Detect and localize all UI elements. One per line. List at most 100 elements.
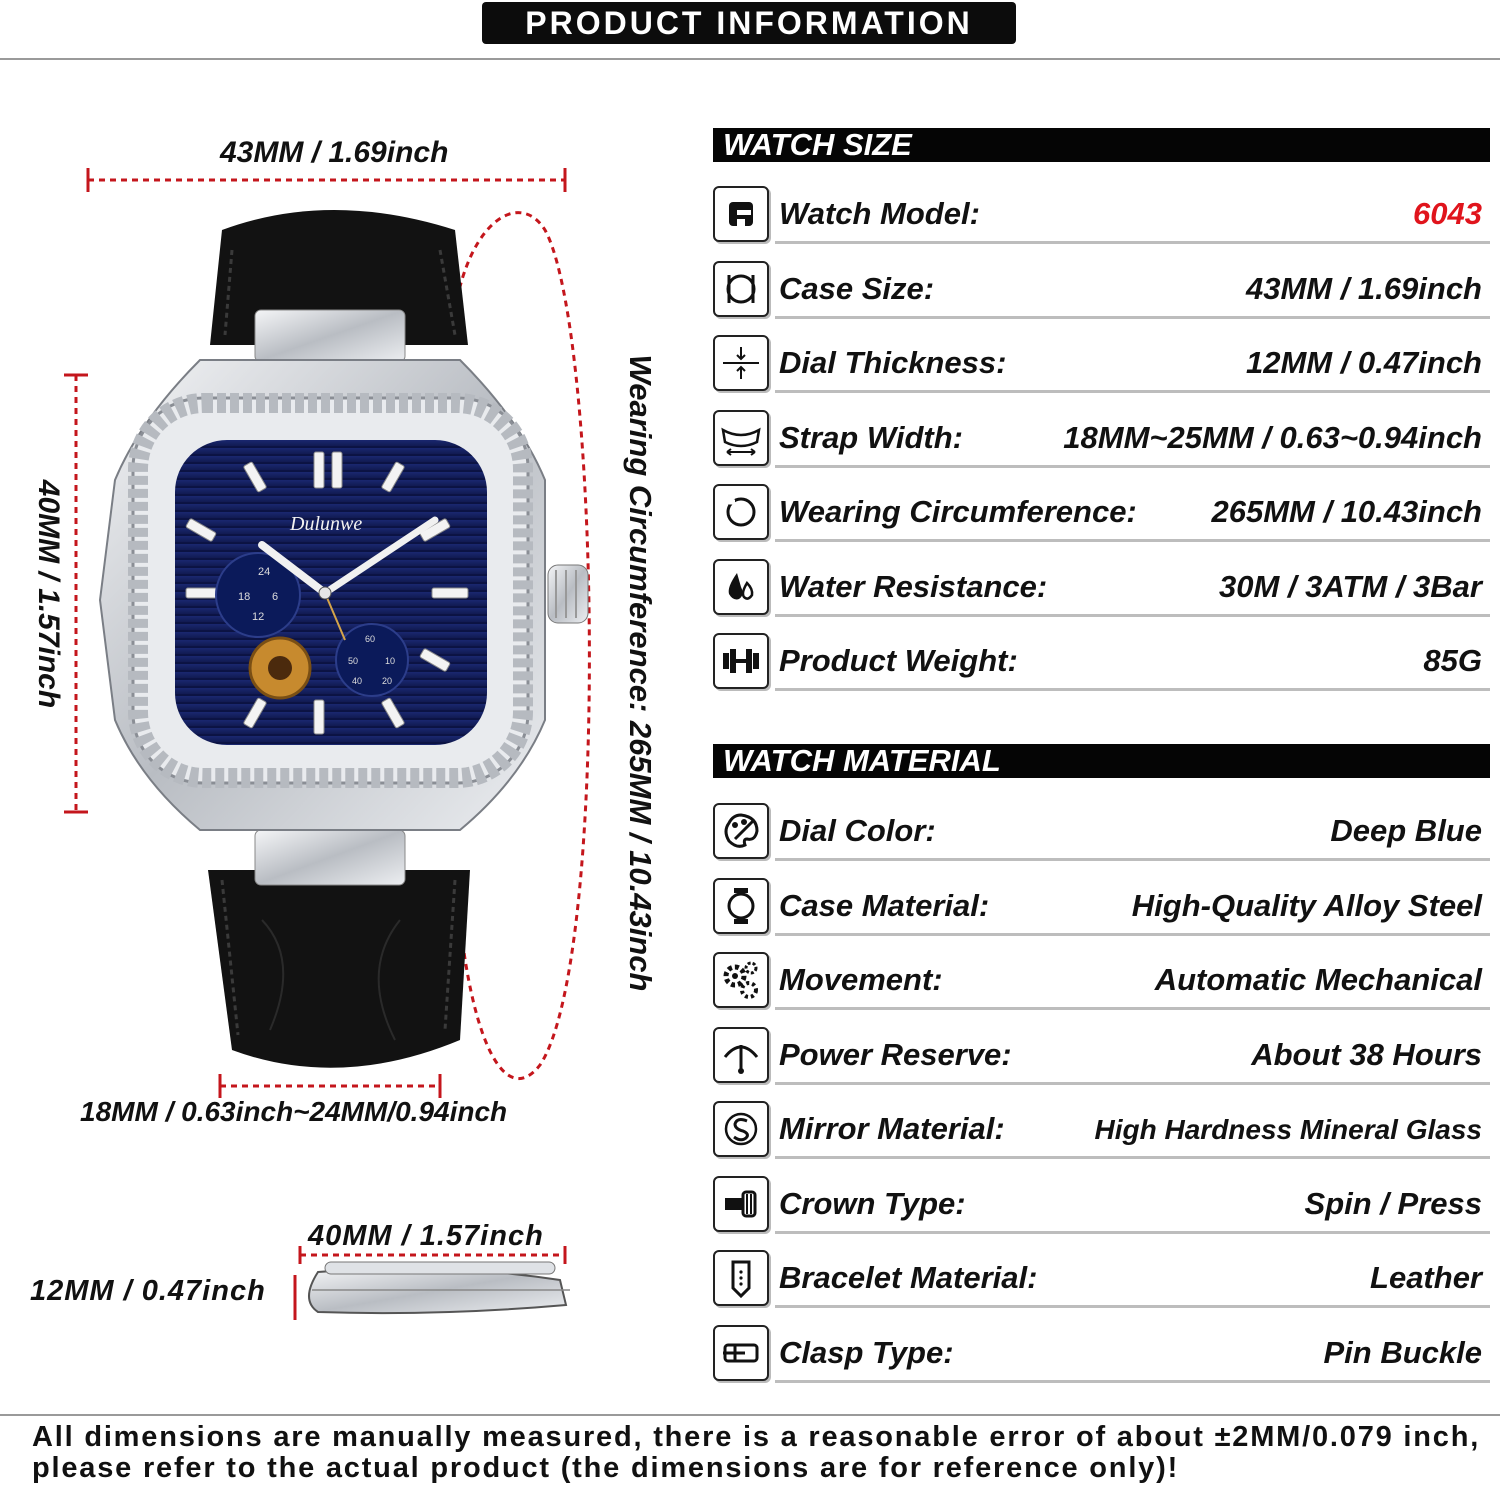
left-subdial xyxy=(215,552,301,638)
spec-label: Water Resistance: xyxy=(779,568,1048,604)
row-underline xyxy=(775,539,1490,542)
gears-icon xyxy=(713,952,769,1008)
spec-row: Crown Type: Spin / Press xyxy=(713,1174,1490,1234)
spec-row: Dial Color:Deep Blue xyxy=(713,801,1490,861)
row-underline xyxy=(775,464,1490,468)
spec-value: Leather xyxy=(1370,1260,1482,1295)
spec-value: 85G xyxy=(1423,643,1482,678)
lug-bottom xyxy=(254,829,406,886)
row-underline xyxy=(775,241,1490,244)
spec-label: Watch Model: xyxy=(779,196,980,231)
circumference-arc xyxy=(453,211,591,1080)
spec-row: Case Material:High-Quality Alloy Steel xyxy=(713,876,1490,936)
spec-label: Case Size: xyxy=(779,270,935,306)
spec-label: Product Weight: xyxy=(779,643,1018,678)
spec-label: Mirror Material: xyxy=(779,1111,1005,1146)
spec-value: 30M / 3ATM / 3Bar xyxy=(1218,568,1482,604)
spec-label: Clasp Type: xyxy=(779,1334,954,1370)
spec-row: Product Weight: 85G xyxy=(713,631,1490,691)
hour-hand xyxy=(258,541,329,597)
crown-icon xyxy=(713,1175,769,1232)
spec-row: Case Size: 43MM / 1.69inch xyxy=(713,259,1490,319)
spec-row: Bracelet Material:Leather xyxy=(713,1248,1490,1308)
water-drop-icon xyxy=(713,558,769,615)
bottom-divider xyxy=(0,1414,1500,1416)
spec-label: Power Reserve: xyxy=(779,1036,1012,1072)
row-underline xyxy=(775,315,1490,319)
row-underline xyxy=(775,858,1490,861)
measurement-disclaimer: All dimensions are manually measured, th… xyxy=(32,1421,1481,1484)
spec-label: Wearing Circumference: xyxy=(779,494,1137,529)
spec-row: Strap Width: 18MM~25MM / 0.63~0.94inch xyxy=(713,408,1490,468)
spec-value: High Hardness Mineral Glass xyxy=(1094,1114,1482,1145)
power-gauge-icon xyxy=(713,1026,769,1083)
watch-size-heading: WATCH SIZE xyxy=(713,127,1490,162)
watch-illustration: 24 18 6 12 60 50 10 40 20 Dulunwe xyxy=(64,168,591,1320)
spec-row: Power Reserve: About 38 Hours xyxy=(713,1025,1490,1085)
svg-text:10: 10 xyxy=(385,656,395,666)
case-height-label: 40MM / 1.57inch xyxy=(32,479,65,709)
spec-value: 12MM / 0.47inch xyxy=(1245,345,1482,380)
row-underline xyxy=(775,1379,1490,1383)
height-dimension-line xyxy=(64,373,88,814)
watch-case-icon xyxy=(713,877,769,934)
spec-value: Automatic Mechanical xyxy=(1154,962,1482,997)
spec-row: Movement: Automatic Mechanical xyxy=(713,950,1490,1010)
thickness-icon xyxy=(713,335,769,391)
case-size-icon xyxy=(713,260,769,317)
spec-label: Strap Width: xyxy=(779,419,963,455)
svg-text:24: 24 xyxy=(258,566,270,578)
svg-text:60: 60 xyxy=(365,634,375,644)
circumference-icon xyxy=(713,484,769,540)
spec-value: 43MM / 1.69inch xyxy=(1245,270,1482,306)
spec-row: Clasp Type: Pin Buckle xyxy=(713,1323,1490,1383)
row-underline xyxy=(775,1007,1490,1010)
strap-dimension-line xyxy=(218,1074,442,1098)
svg-text:6: 6 xyxy=(272,591,278,603)
row-underline xyxy=(775,1305,1490,1308)
spec-label: Dial Color: xyxy=(779,813,936,848)
svg-text:40: 40 xyxy=(352,676,362,686)
side-thickness-label: 12MM / 0.47inch xyxy=(30,1275,266,1307)
row-underline xyxy=(775,613,1490,617)
watch-material-heading: WATCH MATERIAL xyxy=(713,743,1490,778)
spec-row: Watch Model: 6043 xyxy=(713,184,1490,244)
spec-value: Spin / Press xyxy=(1304,1185,1482,1221)
right-subdial xyxy=(335,623,409,697)
row-underline xyxy=(775,1081,1490,1085)
spec-value: Pin Buckle xyxy=(1323,1334,1483,1370)
row-underline xyxy=(775,932,1490,936)
strap-bottom xyxy=(208,870,470,1068)
brand-logo: Dulunwe xyxy=(289,513,362,535)
spec-value: 18MM~25MM / 0.63~0.94inch xyxy=(1063,419,1482,455)
width-dimension-line xyxy=(86,168,567,192)
svg-text:20: 20 xyxy=(382,676,392,686)
spec-value: High-Quality Alloy Steel xyxy=(1131,887,1482,923)
spec-value: About 38 Hours xyxy=(1251,1036,1482,1072)
strap-width-label: 18MM / 0.63inch~24MM/0.94inch xyxy=(80,1096,508,1127)
second-hand xyxy=(324,592,346,641)
page-title: PRODUCT INFORMATION xyxy=(482,2,1016,44)
spec-label: Movement: xyxy=(779,962,943,997)
spec-value: 6043 xyxy=(1413,196,1482,231)
spec-row: Dial Thickness:12MM / 0.47inch xyxy=(713,333,1490,393)
minute-hand xyxy=(321,516,439,597)
buckle-icon xyxy=(713,1324,769,1381)
svg-text:12: 12 xyxy=(252,611,264,623)
row-underline xyxy=(775,390,1490,393)
row-underline xyxy=(775,1230,1490,1234)
hour-markers xyxy=(185,451,469,735)
svg-text:18: 18 xyxy=(238,591,250,603)
case-width-label: 43MM / 1.69inch xyxy=(220,136,449,169)
spec-row: Water Resistance: 30M / 3ATM / 3Bar xyxy=(713,557,1490,617)
spec-label: Crown Type: xyxy=(779,1185,966,1221)
circumference-label: Wearing Circumference: 265MM / 10.43inch xyxy=(623,354,658,992)
lug-top xyxy=(254,309,406,363)
top-divider xyxy=(0,58,1500,60)
side-width-label: 40MM / 1.57inch xyxy=(308,1220,544,1252)
row-underline xyxy=(775,688,1490,691)
side-width-dimension-line xyxy=(298,1246,567,1264)
spec-row: Wearing Circumference:265MM / 10.43inch xyxy=(713,482,1490,542)
crown xyxy=(547,564,589,624)
dumbbell-icon xyxy=(713,633,769,689)
